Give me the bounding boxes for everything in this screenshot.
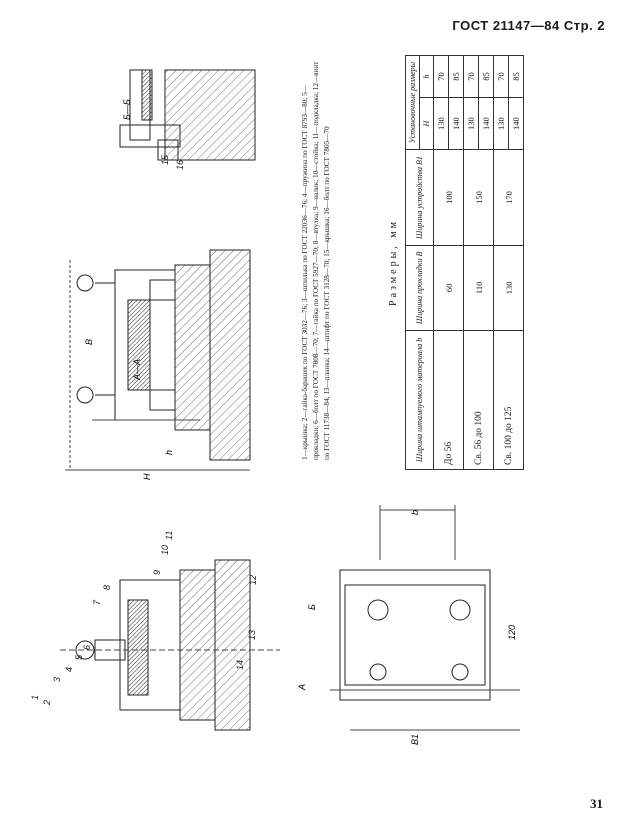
cell-B: 130 <box>493 245 524 331</box>
cell-B1: 150 <box>463 149 494 246</box>
cell-H: 140 <box>508 97 524 150</box>
dimensions-table-block: Размеры, мм Ширина штампуемого материала… <box>388 55 608 470</box>
cell-B1: 170 <box>493 149 524 246</box>
item-number-6: 6 <box>82 644 92 650</box>
item-number-5: 5 <box>74 654 84 660</box>
figure-caption: 1—крышка; 2—гайка-барашек по ГОСТ 3032—7… <box>301 61 331 460</box>
section-bb-label: Б—Б <box>122 99 132 120</box>
dim-b-label: B <box>84 339 94 345</box>
cell-h: 70 <box>433 55 449 98</box>
cut-a-label: А <box>297 684 307 691</box>
cell-h: 70 <box>493 55 509 98</box>
page-header: ГОСТ 21147—84 Стр. 2 <box>452 18 605 33</box>
item-number-10: 10 <box>160 544 170 555</box>
dim-120-label: 120 <box>507 625 517 640</box>
col-header-B1: Ширина устройства B1 <box>405 149 434 246</box>
cell-b: До 56 <box>433 330 464 470</box>
section-bb-drawing <box>119 69 256 161</box>
front-view-drawing <box>60 559 280 731</box>
item-number-12: 12 <box>248 574 258 585</box>
cut-b-label: Б <box>307 604 317 610</box>
dim-b1-label: B1 <box>410 734 420 745</box>
page-label: Стр. 2 <box>563 18 605 33</box>
item-number-1: 1 <box>30 694 40 700</box>
section-aa-drawing <box>65 249 251 471</box>
col-header-B: Ширина прокладки B <box>405 245 434 331</box>
item-number-14: 14 <box>235 659 245 670</box>
cell-B: 60 <box>433 245 464 331</box>
plan-view-drawing <box>330 505 520 731</box>
cell-b: Св. 56 до 100 <box>463 330 494 470</box>
cell-h: 85 <box>448 55 464 98</box>
dimensions-table: Ширина штампуемого материала b Ширина пр… <box>405 55 524 470</box>
item-number-2: 2 <box>42 699 52 705</box>
col-header-h: h <box>419 55 434 98</box>
item-number-7: 7 <box>92 599 102 605</box>
cell-B1: 100 <box>433 149 464 246</box>
cell-H: 130 <box>493 97 509 150</box>
cell-H: 130 <box>433 97 449 150</box>
standard-code: ГОСТ 21147—84 <box>452 18 560 33</box>
item-number-13: 13 <box>247 629 257 640</box>
cell-h: 85 <box>508 55 524 98</box>
table-row: До 56 60 100 130 70 <box>433 55 464 470</box>
dim-H-label: H <box>142 473 152 480</box>
table-title: Размеры, мм <box>388 219 399 306</box>
cell-B: 110 <box>463 245 494 331</box>
cell-H: 130 <box>463 97 479 150</box>
page-number: 31 <box>590 796 603 811</box>
cell-b: Св. 100 до 125 <box>493 330 524 470</box>
item-number-15: 15 <box>160 154 170 165</box>
item-number-11: 11 <box>164 530 174 540</box>
section-aa-label: А—А <box>132 359 142 381</box>
table-row: Св. 56 до 100 110 150 130 70 <box>463 55 494 470</box>
cell-H: 140 <box>478 97 494 150</box>
item-number-4: 4 <box>64 666 74 672</box>
dim-b-small-label: b <box>410 510 420 515</box>
cell-h: 85 <box>478 55 494 98</box>
item-number-16: 16 <box>175 159 185 170</box>
col-header-H: H <box>419 97 434 150</box>
item-number-8: 8 <box>102 584 112 590</box>
cell-h: 70 <box>463 55 479 98</box>
cell-H: 140 <box>448 97 464 150</box>
dim-h-label: h <box>164 450 174 455</box>
col-header-b: Ширина штампуемого материала b <box>405 330 434 470</box>
col-header-group: Установочные размеры <box>405 55 420 150</box>
item-number-3: 3 <box>52 676 62 682</box>
item-number-9: 9 <box>152 569 162 575</box>
table-row: Св. 100 до 125 130 170 130 70 <box>493 55 524 470</box>
